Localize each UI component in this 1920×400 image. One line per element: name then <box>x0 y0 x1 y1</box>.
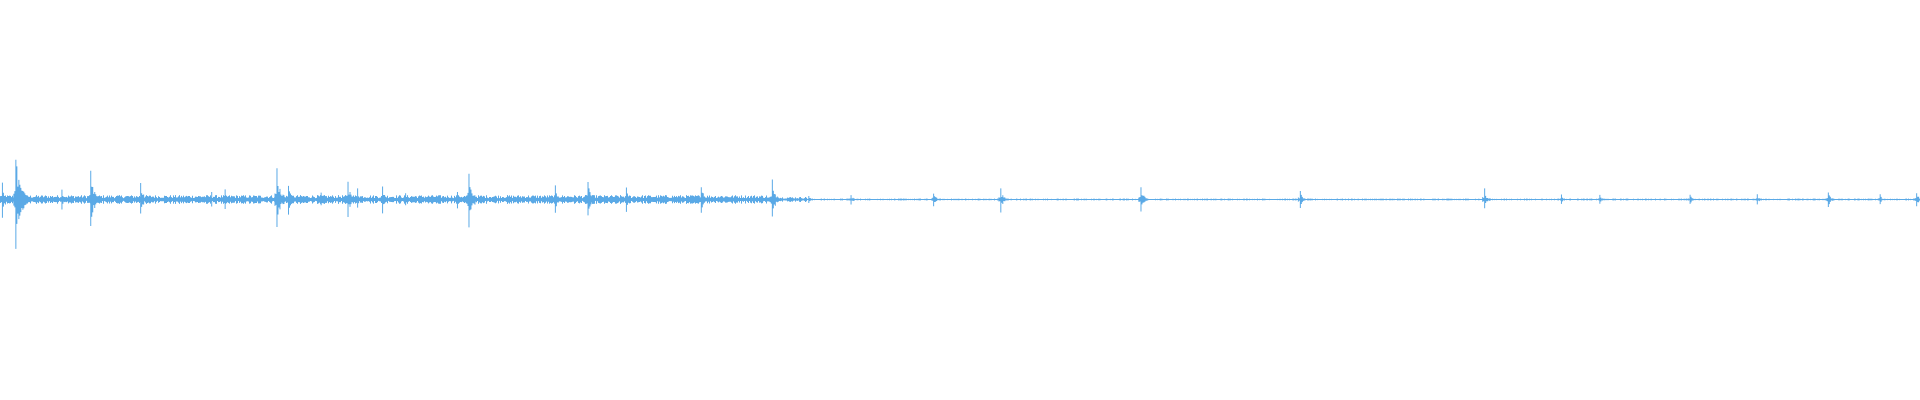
waveform-transient <box>848 195 858 205</box>
waveform-transient <box>355 188 366 208</box>
waveform-transient <box>769 179 782 217</box>
waveform-transient <box>552 185 564 213</box>
waveform-transient <box>1297 190 1308 209</box>
waveform-transient <box>1138 187 1150 212</box>
waveform-transient <box>1825 192 1836 207</box>
waveform-transient <box>1597 194 1607 204</box>
waveform-transient <box>1914 193 1920 207</box>
waveform-transient <box>403 193 414 206</box>
waveform-transient <box>59 189 71 210</box>
waveform-transient <box>623 187 635 212</box>
waveform-transient <box>286 185 298 215</box>
waveform-transient <box>0 182 12 218</box>
waveform-transient <box>380 186 392 214</box>
waveform-transient <box>138 182 151 214</box>
waveform-transient <box>806 195 816 204</box>
waveform-transient <box>931 193 942 207</box>
waveform-transient <box>1558 194 1568 204</box>
waveform-transients <box>0 159 1920 249</box>
waveform-transient <box>13 159 33 249</box>
waveform-transient <box>318 192 329 206</box>
waveform-transient <box>698 187 710 213</box>
waveform-transient <box>585 182 598 216</box>
waveform-transient <box>998 188 1010 213</box>
waveform-transient <box>1877 194 1887 205</box>
waveform-transient <box>222 189 234 210</box>
waveform-transient <box>1482 188 1493 209</box>
waveform-transient <box>466 173 481 228</box>
waveform-transient <box>88 170 103 227</box>
waveform-transient <box>454 192 465 209</box>
waveform-transient <box>1687 194 1697 204</box>
waveform-transient <box>209 192 220 207</box>
waveform-transient <box>1754 194 1764 205</box>
